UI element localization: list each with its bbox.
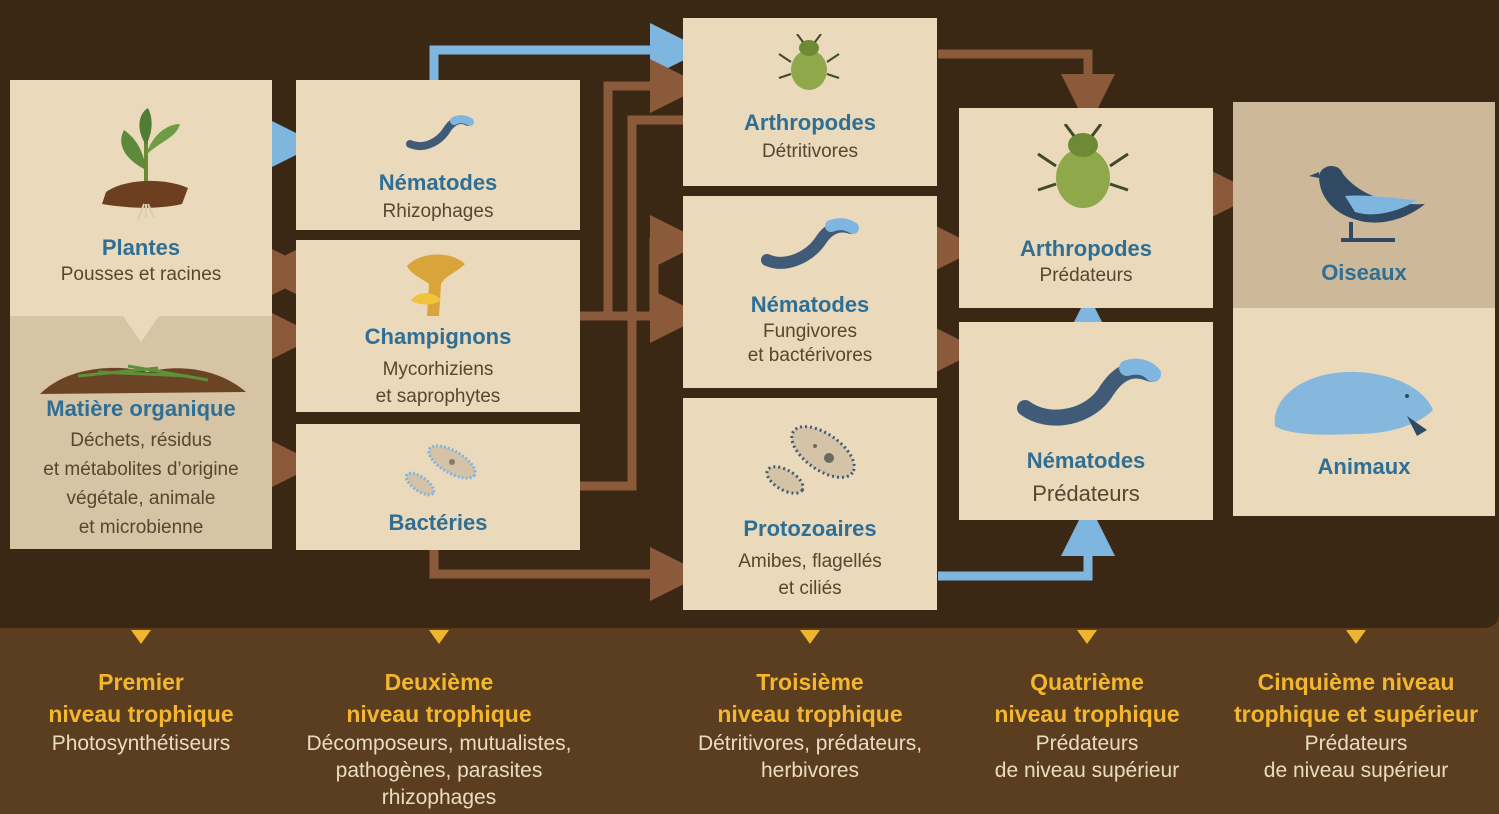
box-champignons: Champignons Mycorhiziens et saprophytes [296,240,580,412]
nematode-icon [404,112,474,152]
bacteries-title: Bactéries [296,510,580,536]
level-4: Quatrième niveau trophique Prédateurs de… [958,630,1216,784]
level-2: Deuxième niveau trophique Décomposeurs, … [296,630,582,811]
level-marker-icon [1346,630,1366,644]
box-animaux: Animaux [1233,308,1495,516]
mushroom-icon [401,250,471,322]
matiere-title: Matière organique [10,396,272,422]
level-marker-icon [131,630,151,644]
box-nematodes-rhizophages: Nématodes Rhizophages [296,80,580,230]
champignons-sub: Mycorhiziens et saprophytes [296,356,580,410]
matiere-sub: Déchets, résidus et métabolites d’origin… [10,426,272,542]
nematodes-fungi-title: Nématodes [683,292,937,318]
level-marker-icon [800,630,820,644]
nematodes-pred-title: Nématodes [959,448,1213,474]
level-marker-icon [1077,630,1097,644]
box-arthropodes-detritivores: Arthropodes Détritivores [683,18,937,186]
level-5-sub: Prédateurs de niveau supérieur [1220,730,1492,784]
bird-icon [1305,148,1429,248]
nematode-icon [1015,352,1165,432]
mole-icon [1267,356,1443,442]
box-arthropodes-predateurs: Arthropodes Prédateurs [959,108,1213,308]
callout-pointer [123,316,159,342]
oiseaux-title: Oiseaux [1233,260,1495,286]
champignons-title: Champignons [296,324,580,350]
level-1-sub: Photosynthétiseurs [11,730,271,757]
nematodes-rhizo-title: Nématodes [296,170,580,196]
box-plantes: Plantes Pousses et racines [10,80,272,316]
level-4-title: Quatrième niveau trophique [958,666,1216,730]
arthropodes-detri-title: Arthropodes [683,110,937,136]
level-5-title: Cinquième niveau trophique et supérieur [1220,666,1492,730]
box-oiseaux: Oiseaux [1233,102,1495,308]
plantes-title: Plantes [10,235,272,261]
nematodes-fungi-sub: Fungivores et bactérivores [683,320,937,368]
arthropodes-pred-sub: Prédateurs [959,264,1213,288]
level-4-sub: Prédateurs de niveau supérieur [958,730,1216,784]
level-3-sub: Détritivores, prédateurs, herbivores [680,730,940,784]
organic-matter-icon [38,354,248,398]
protozoaires-sub: Amibes, flagellés et ciliés [683,548,937,602]
protozoa-icon [759,416,863,502]
box-nematodes-fungivores: Nématodes Fungivores et bactérivores [683,196,937,388]
level-1: Premier niveau trophique Photosynthétise… [11,630,271,757]
box-protozoaires: Protozoaires Amibes, flagellés et ciliés [683,398,937,610]
beetle-icon [777,34,841,98]
level-5: Cinquième niveau trophique et supérieur … [1220,630,1492,784]
box-matiere-organique: Matière organique Déchets, résidus et mé… [10,316,272,549]
level-3-title: Troisième niveau trophique [680,666,940,730]
level-1-title: Premier niveau trophique [11,666,271,730]
bacteria-icon [400,438,480,500]
level-2-sub: Décomposeurs, mutualistes, pathogènes, p… [296,730,582,811]
plant-icon [96,100,196,220]
arthropodes-pred-title: Arthropodes [959,236,1213,262]
arthropodes-detri-sub: Détritivores [683,140,937,164]
beetle-icon [1035,124,1131,220]
protozoaires-title: Protozoaires [683,516,937,542]
level-2-title: Deuxième niveau trophique [296,666,582,730]
box-nematodes-predateurs: Nématodes Prédateurs [959,322,1213,520]
animaux-title: Animaux [1233,454,1495,480]
nematode-icon [759,214,859,270]
plantes-sub: Pousses et racines [10,263,272,287]
level-3: Troisième niveau trophique Détritivores,… [680,630,940,784]
nematodes-rhizo-sub: Rhizophages [296,200,580,224]
level-marker-icon [429,630,449,644]
box-bacteries: Bactéries [296,424,580,550]
nematodes-pred-sub: Prédateurs [959,482,1213,506]
